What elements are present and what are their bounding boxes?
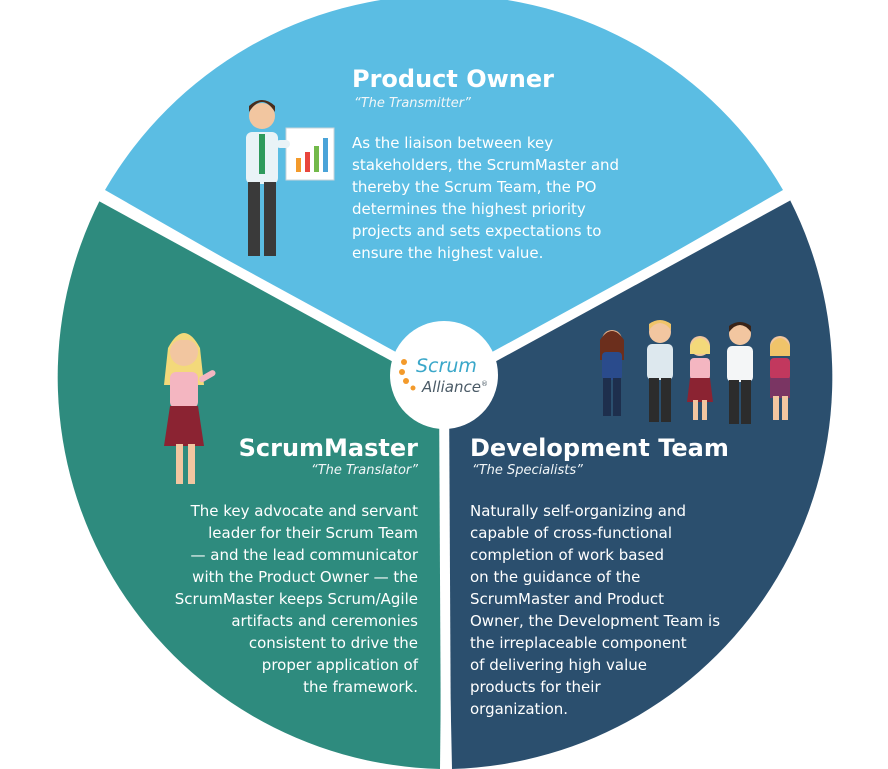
registered-mark: ® — [480, 380, 488, 388]
product-owner-title: Product Owner — [352, 65, 555, 93]
description-line: on the guidance of the — [470, 568, 641, 586]
development-team-description: Naturally self-organizing and capable of… — [470, 500, 750, 720]
product-owner-segment — [105, 0, 783, 384]
description-line: consistent to drive the — [248, 634, 418, 652]
segment-divider — [97, 191, 447, 389]
description-line: organization. — [470, 700, 569, 718]
scrummaster-segment — [57, 200, 445, 769]
logo-alliance-word: Alliance — [422, 378, 481, 396]
product-owner-description: As the liaison between key stakeholders,… — [352, 132, 682, 264]
description-line: of delivering high value — [470, 656, 647, 674]
description-line: determines the highest priority — [352, 200, 586, 218]
description-line: products for their — [470, 678, 601, 696]
center-logo-circle — [390, 321, 498, 429]
description-line: Owner, the Development Team is — [470, 612, 721, 630]
team-illustration — [600, 320, 790, 424]
scrummaster-title: ScrumMaster — [238, 434, 418, 462]
development-team-subtitle: “The Specialists” — [472, 463, 583, 478]
scrummaster-description: The key advocate and servant leader for … — [128, 500, 418, 698]
description-line: leader for their Scrum Team — [208, 524, 418, 542]
product-owner-subtitle: “The Transmitter” — [354, 96, 471, 111]
chart-board-icon — [296, 138, 328, 172]
description-line: ScrumMaster keeps Scrum/Agile — [174, 590, 418, 608]
description-line: projects and sets expectations to — [352, 222, 602, 240]
description-line: artifacts and ceremonies — [231, 612, 418, 630]
scrum-alliance-wordmark: Scrum Alliance® — [392, 330, 492, 420]
description-line: thereby the Scrum Team, the PO — [352, 178, 597, 196]
segment-divider — [441, 191, 791, 389]
description-line: completion of work based — [470, 546, 665, 564]
description-line: ScrumMaster and Product — [470, 590, 664, 608]
description-line: Naturally self-organizing and — [470, 502, 687, 520]
scrummaster-subtitle: “The Translator” — [310, 463, 418, 478]
description-line: stakeholders, the ScrumMaster and — [352, 156, 620, 174]
presenter-illustration — [246, 100, 335, 256]
logo-alliance-text: Alliance® — [422, 378, 488, 396]
description-line: — and the lead communicator — [190, 546, 418, 564]
scrummaster-illustration — [164, 333, 216, 484]
description-line: The key advocate and servant — [190, 502, 418, 520]
description-line: the irreplaceable component — [470, 634, 687, 652]
development-team-title: Development Team — [470, 434, 729, 462]
scrum-alliance-logo — [399, 359, 416, 391]
description-line: As the liaison between key — [352, 134, 554, 152]
description-line: with the Product Owner — the — [192, 568, 418, 586]
description-line: proper application of — [261, 656, 418, 674]
description-line: ensure the highest value. — [352, 244, 544, 262]
description-line: the framework. — [303, 678, 418, 696]
logo-scrum-text: Scrum — [416, 355, 477, 377]
segment-divider — [439, 383, 451, 769]
description-line: capable of cross-functional — [470, 524, 673, 542]
